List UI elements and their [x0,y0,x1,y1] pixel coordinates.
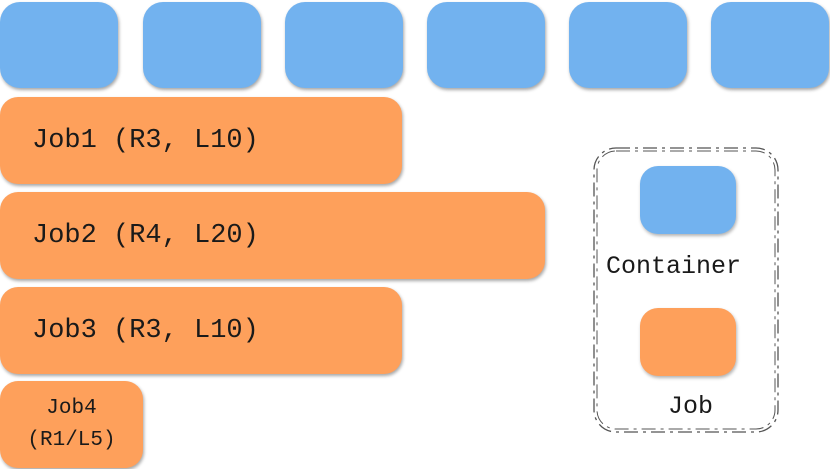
job-1-bar: Job1 (R3, L10) [0,97,402,184]
container-6 [711,2,829,88]
legend-dashed-frame [593,147,779,433]
job-2-bar: Job2 (R4, L20) [0,192,545,279]
container-3 [285,2,403,88]
container-4 [427,2,545,88]
job-1-label: Job1 (R3, L10) [32,125,259,156]
job-2-label: Job2 (R4, L20) [32,220,259,251]
job-4-bar: Job4 (R1/L5) [0,381,143,468]
container-5 [569,2,687,88]
legend-container-swatch [640,166,736,234]
legend-job-label: Job [668,392,714,421]
job-3-label: Job3 (R3, L10) [32,315,259,346]
legend-container-label: Container [606,252,742,281]
legend-job-swatch [640,308,736,376]
job-4-label-resources: (R1/L5) [27,428,116,452]
job-4-label-name: Job4 [46,396,97,420]
container-1 [0,2,118,88]
container-2 [143,2,261,88]
legend: Container Job [592,146,780,434]
job-3-bar: Job3 (R3, L10) [0,287,402,374]
